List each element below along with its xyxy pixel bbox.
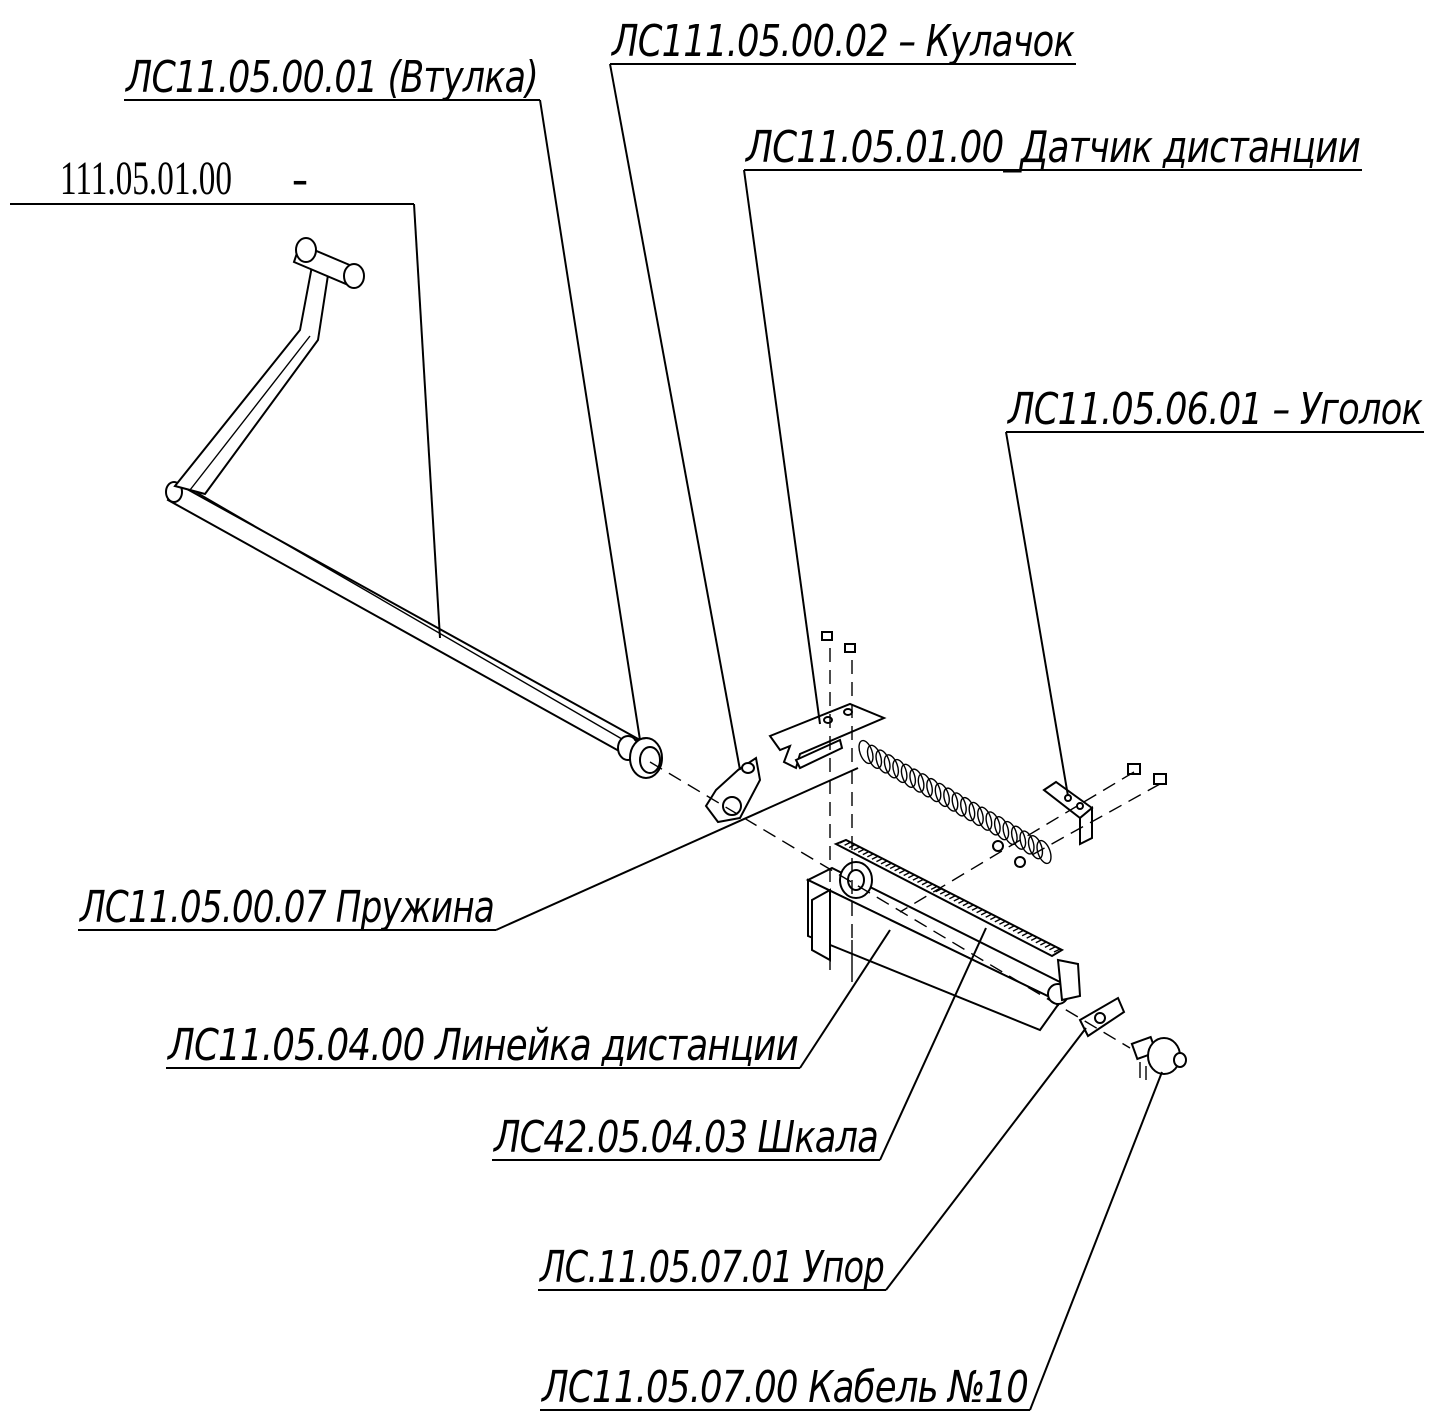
spring-coil xyxy=(917,773,933,798)
scale-tick xyxy=(1044,943,1052,949)
scale-tick xyxy=(907,874,915,879)
spring xyxy=(858,739,1052,865)
label-handle-dash: - xyxy=(292,152,308,205)
bushing xyxy=(617,735,663,779)
angle-bracket xyxy=(992,763,1167,868)
spring-coil xyxy=(900,763,917,788)
scale-tick xyxy=(962,901,970,907)
scale-tick xyxy=(980,911,988,916)
spring-coil xyxy=(883,754,900,779)
spring-coil xyxy=(1036,839,1052,865)
scale-tick xyxy=(1035,939,1043,944)
label-stop: ЛС.11.05.07.01 Упор xyxy=(538,1242,884,1293)
spring-coil xyxy=(943,787,959,812)
scale-tick xyxy=(889,864,897,870)
scale-tick xyxy=(912,876,920,881)
scale-tick xyxy=(935,888,942,893)
scale-tick xyxy=(898,869,906,874)
scale-tick xyxy=(866,853,874,858)
scale-tick xyxy=(1053,948,1061,953)
label-cam: ЛС111.05.00.02 – Кулачок xyxy=(610,16,1075,67)
scale-tick xyxy=(976,908,983,914)
scale-tick xyxy=(844,841,851,846)
spring-coil xyxy=(926,777,942,803)
spring-coil xyxy=(1010,825,1027,850)
scale-tick xyxy=(839,839,847,844)
potentiometer xyxy=(1130,1035,1187,1080)
scale-tick xyxy=(876,857,883,863)
spring-coil xyxy=(1027,835,1044,860)
label-scale: ЛС42.05.04.03 Шкала xyxy=(492,1112,878,1163)
leader-lines xyxy=(10,63,1424,1411)
scale-tick xyxy=(926,883,933,888)
scale-tick xyxy=(1017,929,1024,935)
spring-coil xyxy=(951,792,967,817)
stop-plate xyxy=(1078,996,1126,1038)
scale-tick xyxy=(903,871,911,877)
spring-coil xyxy=(934,782,950,808)
scale-tick xyxy=(862,850,870,856)
spring-coil xyxy=(993,816,1010,841)
scale-tick xyxy=(880,860,888,865)
scale-tick xyxy=(921,881,929,886)
scale-tick xyxy=(999,920,1006,925)
sensor-bracket xyxy=(768,631,887,770)
scale-tick xyxy=(967,904,974,909)
spring-coil xyxy=(892,758,908,784)
spring-coil xyxy=(968,801,984,827)
spring-coil xyxy=(985,811,1001,836)
handle-lever xyxy=(165,237,642,758)
scale-tick xyxy=(871,855,879,860)
scale-tick xyxy=(1039,941,1047,946)
scale-tick xyxy=(1003,922,1011,928)
label-handle: 111.05.01.00 xyxy=(60,152,232,205)
distance-ruler xyxy=(805,838,1082,1032)
scale-tick xyxy=(930,885,938,891)
label-spring: ЛС11.05.00.07 Пружина xyxy=(78,882,494,933)
label-sensor: ЛС11.05.01.00_Датчик дистанции xyxy=(744,122,1360,173)
spring-coil xyxy=(858,739,874,765)
scale-tick xyxy=(1021,932,1029,937)
scale-tick xyxy=(958,899,965,904)
label-bushing: ЛС11.05.00.01 (Втулка) xyxy=(124,52,538,103)
scale-tick xyxy=(994,918,1002,923)
spring-coil xyxy=(875,749,891,774)
spring-coil xyxy=(909,768,925,793)
label-ruler: ЛС11.05.04.00 Линейка дистанции xyxy=(166,1020,798,1071)
scale-tick xyxy=(985,913,993,918)
scale-tick xyxy=(1026,934,1034,939)
scale-tick xyxy=(971,906,979,911)
scale-tick xyxy=(939,890,947,895)
scale-tick xyxy=(1012,927,1020,932)
scale-tick xyxy=(894,867,901,872)
scale-tick xyxy=(885,862,892,867)
center-lines xyxy=(649,648,1161,1049)
label-cable: ЛС11.05.07.00 Кабель №10 xyxy=(540,1362,1028,1413)
scale-tick xyxy=(948,895,956,900)
label-angle: ЛС11.05.06.01 – Уголок xyxy=(1006,384,1423,435)
scale-tick xyxy=(953,897,961,902)
spring-coil xyxy=(977,806,993,831)
scale-tick xyxy=(917,878,924,884)
spring-coil xyxy=(1019,830,1035,855)
scale-tick xyxy=(853,846,861,851)
spring-coil xyxy=(866,744,883,769)
scale-tick xyxy=(1049,946,1056,951)
spring-coil xyxy=(960,796,976,822)
scale-tick xyxy=(944,892,952,897)
scale-tick xyxy=(857,848,865,853)
scale-tick xyxy=(1008,925,1015,930)
scale-tick xyxy=(989,915,997,921)
scale-tick xyxy=(1030,936,1038,942)
cam xyxy=(704,756,762,824)
